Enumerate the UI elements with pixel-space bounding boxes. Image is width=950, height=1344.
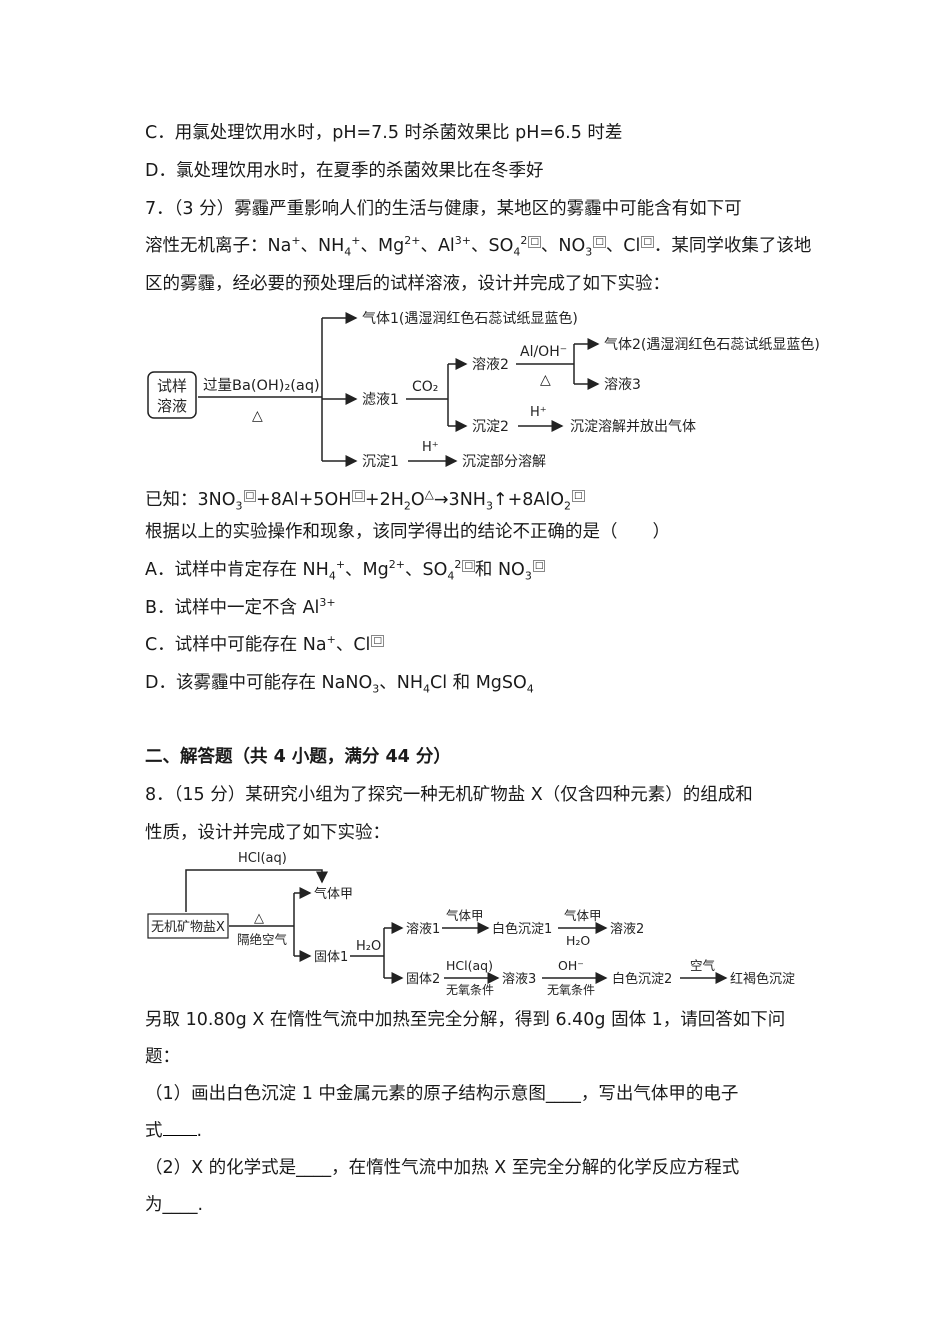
- q8-hcl-top: HCl(aq): [238, 851, 287, 866]
- q7-question: 根据以上的实验操作和现象，该同学得出的结论不正确的是（ ）: [145, 522, 670, 542]
- q8-solid1: 固体1: [314, 950, 348, 965]
- q7-option-b: B．试样中一定不含 Al3+: [145, 596, 336, 618]
- q8-stem-line1: 8．（15 分）某研究小组为了探究一种无机矿物盐 X（仅含四种元素）的组成和: [145, 785, 753, 805]
- q7-gas1: 气体1(遇湿润红色石蕊试纸显蓝色): [362, 310, 578, 327]
- q8-oh: OH⁻: [558, 958, 584, 973]
- q7-sample-box: [147, 371, 197, 419]
- q8-para-line2: 题：: [145, 1047, 180, 1067]
- q7-precip2: 沉淀2: [472, 419, 509, 435]
- q8-solution1: 溶液1: [406, 922, 440, 937]
- q7-filtrate1: 滤液1: [362, 392, 399, 408]
- q7-precip1-result: 沉淀部分溶解: [462, 454, 546, 470]
- q8-gas-jia3: 气体甲: [564, 908, 602, 923]
- q8-sub1-line1: （1）画出白色沉淀 1 中金属元素的原子结构示意图____，写出气体甲的电子: [145, 1084, 739, 1104]
- q8-white-ppt2: 白色沉淀2: [612, 971, 672, 987]
- q6-option-c: C．用氯处理饮用水时，pH=7.5 时杀菌效果比 pH=6.5 时差: [145, 123, 623, 143]
- answer-blank: [162, 1119, 197, 1136]
- q8-sub2-line1: （2）X 的化学式是____，在惰性气流中加热 X 至完全分解的化学反应方程式: [145, 1158, 740, 1178]
- q8-solid2: 固体2: [406, 972, 440, 987]
- q6-option-d: D．氯处理饮用水时，在夏季的杀菌效果比在冬季好: [145, 161, 544, 181]
- q8-heat: △: [254, 911, 264, 926]
- q8-hcl2: HCl(aq): [446, 958, 493, 973]
- q7-stem-line3: 区的雾霾，经必要的预处理后的试样溶液，设计并完成了如下实验：: [145, 274, 670, 294]
- q7-sample-label1: 试样: [157, 377, 187, 395]
- q7-option-c: C．试样中可能存在 Na+、Cl□: [145, 633, 384, 655]
- q7-option-a: A．试样中肯定存在 NH4+、Mg2+、SO42□和 NO3□: [145, 558, 546, 583]
- q8-mineral: 无机矿物盐X: [151, 920, 225, 935]
- q7-stem-line1: 7．（3 分）雾霾严重影响人们的生活与健康，某地区的雾霾中可能含有如下可: [145, 199, 742, 219]
- q7-h-plus2: H⁺: [422, 440, 439, 455]
- q7-precip2-result: 沉淀溶解并放出气体: [570, 419, 696, 435]
- q8-white-ppt1: 白色沉淀1: [492, 921, 552, 937]
- q7-h-plus: H⁺: [530, 405, 547, 420]
- q8-sub2-line2: 为____.: [145, 1195, 204, 1215]
- q7-known-equation: 已知：3NO3□+8Al+5OH□+2H2O△→3NH3↑+8AlO2□: [145, 487, 585, 513]
- q7-option-d: D．该雾霾中可能存在 NaNO3、NH4Cl 和 MgSO4: [145, 673, 534, 696]
- q8-anaerobic2: 无氧条件: [547, 983, 595, 997]
- q7-gas2: 气体2(遇湿润红色石蕊试纸显蓝色): [604, 336, 820, 353]
- q7-stem-line2: 溶性无机离子：Na+、NH4+、Mg2+、Al3+、SO42□、NO3□、Cl□…: [145, 234, 812, 259]
- q7-heat2: △: [540, 372, 551, 388]
- q8-sub1-line2: 式.: [145, 1119, 203, 1141]
- section-title: 二、解答题（共 4 小题，满分 44 分）: [145, 747, 451, 767]
- q7-al-oh: Al/OH⁻: [520, 344, 567, 360]
- q7-solution2: 溶液2: [472, 357, 509, 373]
- q8-red-brown: 红褐色沉淀: [730, 971, 795, 987]
- q8-anaerobic1: 无氧条件: [446, 983, 494, 997]
- q8-para-line1: 另取 10.80g X 在惰性气流中加热至完全分解，得到 6.40g 固体 1，…: [145, 1010, 786, 1030]
- q8-mineral-box: [147, 913, 229, 939]
- q7-solution3: 溶液3: [604, 377, 641, 393]
- q8-gas-jia: 气体甲: [314, 886, 353, 902]
- q8-stem-line2: 性质，设计并完成了如下实验：: [145, 823, 390, 843]
- q7-reagent1: 过量Ba(OH)₂(aq): [203, 377, 320, 394]
- q8-isolate-air: 隔绝空气: [237, 932, 288, 947]
- q8-h2o: H₂O: [356, 939, 381, 954]
- q7-precip1: 沉淀1: [362, 454, 399, 470]
- q8-h2o2: H₂O: [566, 933, 590, 948]
- q7-heat: △: [252, 408, 263, 424]
- q8-solution3: 溶液3: [502, 972, 536, 987]
- q8-air: 空气: [690, 958, 716, 973]
- q8-solution2: 溶液2: [610, 922, 644, 937]
- q7-sample-label2: 溶液: [157, 397, 187, 415]
- q8-gas-jia2: 气体甲: [446, 908, 484, 923]
- q7-co2: CO₂: [412, 379, 438, 395]
